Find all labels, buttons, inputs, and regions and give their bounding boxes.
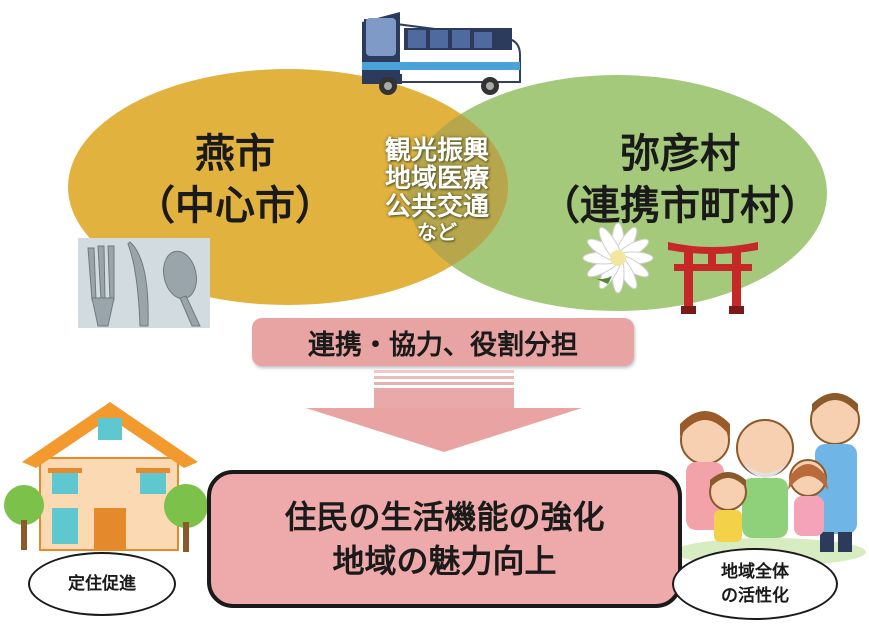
revitalization-line2: の活性化 bbox=[721, 586, 789, 606]
revitalization-line1: 地域全体 bbox=[721, 562, 789, 582]
overlap-items: 観光振興 地域医療 公共交通 など bbox=[352, 137, 522, 243]
family-icon bbox=[674, 393, 866, 566]
main-goal-line2: 地域の魅力向上 bbox=[332, 542, 557, 580]
main-goal-box: 住民の生活機能の強化 地域の魅力向上 bbox=[207, 470, 682, 608]
cooperation-banner: 連携・協力、役割分担 bbox=[252, 318, 634, 366]
settlement-oval: 定住促進 bbox=[28, 552, 176, 616]
down-arrow bbox=[306, 370, 582, 452]
left-circle-subtitle: （中心市） bbox=[135, 183, 335, 229]
left-circle-title: 燕市 （中心市） bbox=[120, 128, 350, 232]
overlap-item: 公共交通 bbox=[384, 192, 489, 222]
revitalization-oval: 地域全体 の活性化 bbox=[672, 548, 838, 620]
torii-icon bbox=[668, 242, 758, 314]
overlap-item: など bbox=[417, 220, 457, 244]
chrysanthemum-icon bbox=[582, 222, 654, 294]
right-circle-subtitle: （連携市町村） bbox=[540, 183, 820, 229]
overlap-item: 観光振興 bbox=[384, 136, 489, 166]
bus-icon bbox=[362, 12, 521, 95]
right-circle-name: 弥彦村 bbox=[620, 131, 740, 177]
cutlery-icon bbox=[78, 238, 210, 328]
main-goal-line1: 住民の生活機能の強化 bbox=[284, 498, 605, 536]
overlap-item: 地域医療 bbox=[384, 164, 489, 194]
house-icon bbox=[4, 402, 208, 552]
right-circle-title: 弥彦村 （連携市町村） bbox=[530, 128, 830, 232]
left-circle-name: 燕市 bbox=[195, 131, 275, 177]
settlement-label: 定住促進 bbox=[68, 574, 136, 594]
